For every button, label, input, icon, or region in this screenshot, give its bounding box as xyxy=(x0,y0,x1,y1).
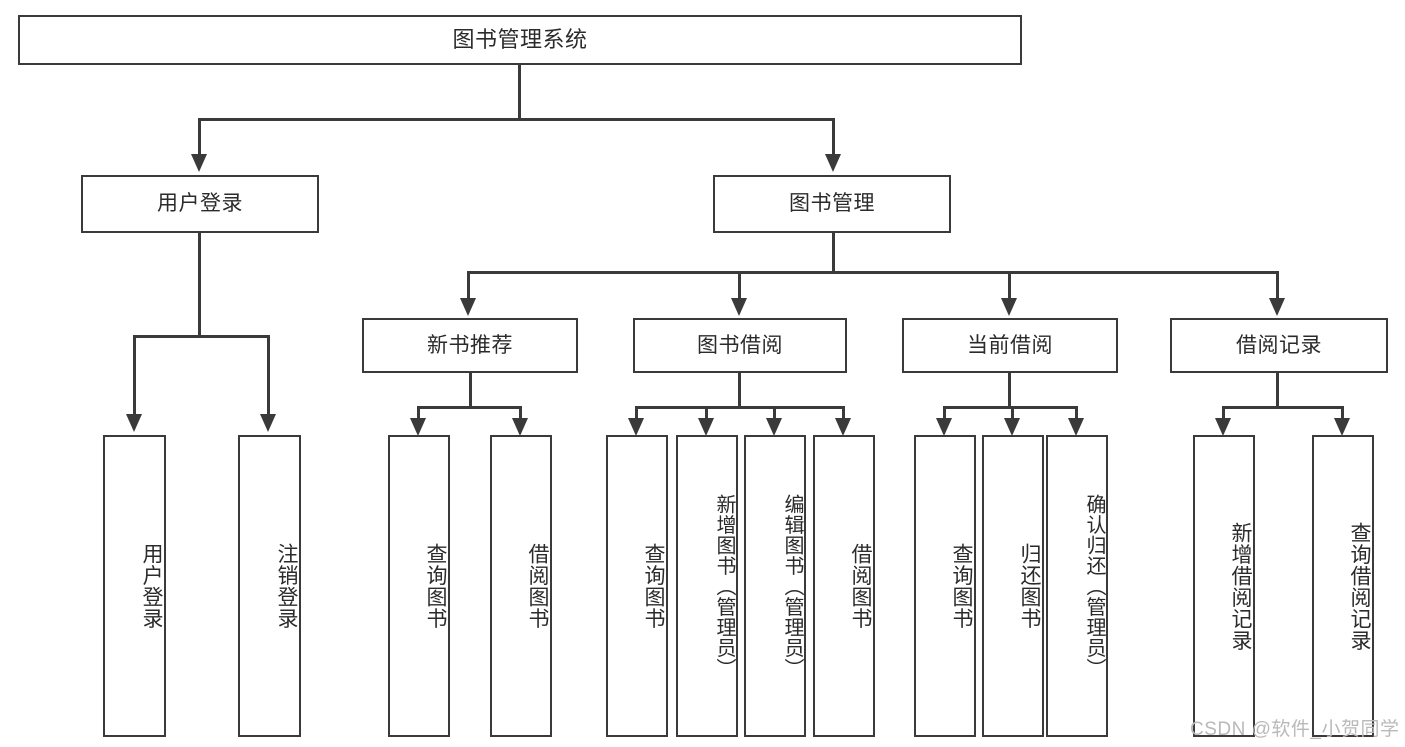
arrow-book-borrow-child-4 xyxy=(835,418,851,436)
edge-new-book-bar xyxy=(417,406,522,409)
edge-current-borrow-stem xyxy=(1008,373,1011,408)
edge-book-manage-stem xyxy=(832,233,835,273)
arrow-current-borrow-child-2 xyxy=(1004,418,1020,436)
node-label: 确认归还（管理员） xyxy=(1083,493,1105,679)
node-label: 查询图书 xyxy=(424,543,447,629)
node-new-book-recommend[interactable]: 新书推荐 xyxy=(362,318,578,373)
edge-book-manage-child-3 xyxy=(1008,271,1011,301)
node-current-borrow[interactable]: 当前借阅 xyxy=(902,318,1118,373)
arrow-book-manage-child-2 xyxy=(731,298,747,316)
leaf-borrow-query-book[interactable]: 查询图书 xyxy=(606,435,668,737)
edge-user-login-bar xyxy=(133,335,270,338)
arrow-to-book-manage xyxy=(825,154,841,172)
leaf-user-login-login[interactable]: 用户登录 xyxy=(103,435,166,737)
edge-current-borrow-bar xyxy=(943,406,1077,409)
edge-user-login-child-1 xyxy=(133,335,136,418)
arrow-book-manage-child-3 xyxy=(1001,298,1017,316)
arrow-book-manage-child-4 xyxy=(1269,298,1285,316)
node-label: 当前借阅 xyxy=(967,333,1053,357)
edge-records-bar xyxy=(1222,406,1344,409)
leaf-current-confirm-return[interactable]: 确认归还（管理员） xyxy=(1046,435,1108,737)
arrow-book-borrow-child-3 xyxy=(766,418,782,436)
arrow-book-borrow-child-1 xyxy=(628,418,644,436)
edge-book-borrow-bar xyxy=(635,406,844,409)
leaf-borrow-add-book[interactable]: 新增图书（管理员） xyxy=(676,435,738,737)
edge-records-stem xyxy=(1276,373,1279,408)
edge-current-borrow-child-3 xyxy=(1075,406,1078,424)
csdn-watermark: CSDN @软件_小贺同学 xyxy=(1190,719,1400,740)
edge-book-manage-child-1 xyxy=(467,271,470,301)
node-label: 查询图书 xyxy=(642,543,665,629)
node-label: 新书推荐 xyxy=(427,333,513,357)
node-label: 用户登录 xyxy=(157,192,243,216)
arrow-user-login-child-1 xyxy=(126,414,142,432)
edge-book-manage-child-2 xyxy=(738,271,741,301)
arrow-current-borrow-child-1 xyxy=(936,418,952,436)
leaf-current-query-book[interactable]: 查询图书 xyxy=(914,435,976,737)
edge-to-book-manage xyxy=(832,118,835,158)
leaf-new-book-query[interactable]: 查询图书 xyxy=(388,435,450,737)
leaf-records-query-record[interactable]: 查询借阅记录 xyxy=(1312,435,1374,737)
edge-book-borrow-child-4 xyxy=(842,406,845,424)
node-root-system[interactable]: 图书管理系统 xyxy=(18,15,1022,65)
edge-book-borrow-child-2 xyxy=(705,406,708,424)
node-label: 注销登录 xyxy=(275,543,298,629)
edge-records-child-1 xyxy=(1222,406,1225,424)
arrow-book-borrow-child-2 xyxy=(698,418,714,436)
arrow-to-user-login xyxy=(191,154,207,172)
edge-current-borrow-child-2 xyxy=(1011,406,1014,424)
edge-current-borrow-child-1 xyxy=(943,406,946,424)
node-label: 新增图书（管理员） xyxy=(713,493,735,679)
edge-new-book-stem xyxy=(469,373,472,408)
edge-root-stem xyxy=(518,65,521,118)
edge-book-manage-bar xyxy=(467,271,1279,274)
edge-records-child-2 xyxy=(1341,406,1344,424)
edge-new-book-child-2 xyxy=(519,406,522,424)
node-user-login[interactable]: 用户登录 xyxy=(81,175,319,233)
edge-book-borrow-stem xyxy=(738,373,741,408)
edge-book-manage-child-4 xyxy=(1276,271,1279,301)
leaf-records-add-record[interactable]: 新增借阅记录 xyxy=(1193,435,1255,737)
node-label: 借阅图书 xyxy=(526,543,549,629)
node-label: 归还图书 xyxy=(1018,543,1041,629)
node-label: 查询图书 xyxy=(950,543,973,629)
arrow-user-login-child-2 xyxy=(260,414,276,432)
edge-new-book-child-1 xyxy=(417,406,420,424)
edge-book-borrow-child-3 xyxy=(773,406,776,424)
node-label: 查询借阅记录 xyxy=(1348,521,1371,651)
edge-user-login-stem xyxy=(198,233,201,335)
edge-book-borrow-child-1 xyxy=(635,406,638,424)
node-label: 编辑图书（管理员） xyxy=(781,493,803,679)
arrow-records-child-1 xyxy=(1215,418,1231,436)
node-label: 用户登录 xyxy=(140,543,163,629)
arrow-new-book-child-2 xyxy=(512,418,528,436)
leaf-new-book-borrow[interactable]: 借阅图书 xyxy=(490,435,552,737)
node-label: 新增借阅记录 xyxy=(1229,521,1252,651)
node-label: 借阅图书 xyxy=(849,543,872,629)
leaf-user-login-logout[interactable]: 注销登录 xyxy=(238,435,301,737)
arrow-current-borrow-child-3 xyxy=(1068,418,1084,436)
arrow-new-book-child-1 xyxy=(410,418,426,436)
node-label: 借阅记录 xyxy=(1236,333,1322,357)
node-label: 图书管理系统 xyxy=(452,26,588,52)
node-label: 图书借阅 xyxy=(697,333,783,357)
node-label: 图书管理 xyxy=(789,192,875,216)
arrow-book-manage-child-1 xyxy=(460,298,476,316)
arrow-records-child-2 xyxy=(1334,418,1350,436)
node-book-borrow[interactable]: 图书借阅 xyxy=(633,318,847,373)
node-book-management[interactable]: 图书管理 xyxy=(713,175,951,233)
edge-root-bar xyxy=(198,118,835,121)
leaf-current-return-book[interactable]: 归还图书 xyxy=(982,435,1044,737)
leaf-borrow-borrow-book[interactable]: 借阅图书 xyxy=(813,435,875,737)
node-borrow-records[interactable]: 借阅记录 xyxy=(1170,318,1388,373)
leaf-borrow-edit-book[interactable]: 编辑图书（管理员） xyxy=(744,435,806,737)
edge-user-login-child-2 xyxy=(267,335,270,418)
edge-to-user-login xyxy=(198,118,201,158)
